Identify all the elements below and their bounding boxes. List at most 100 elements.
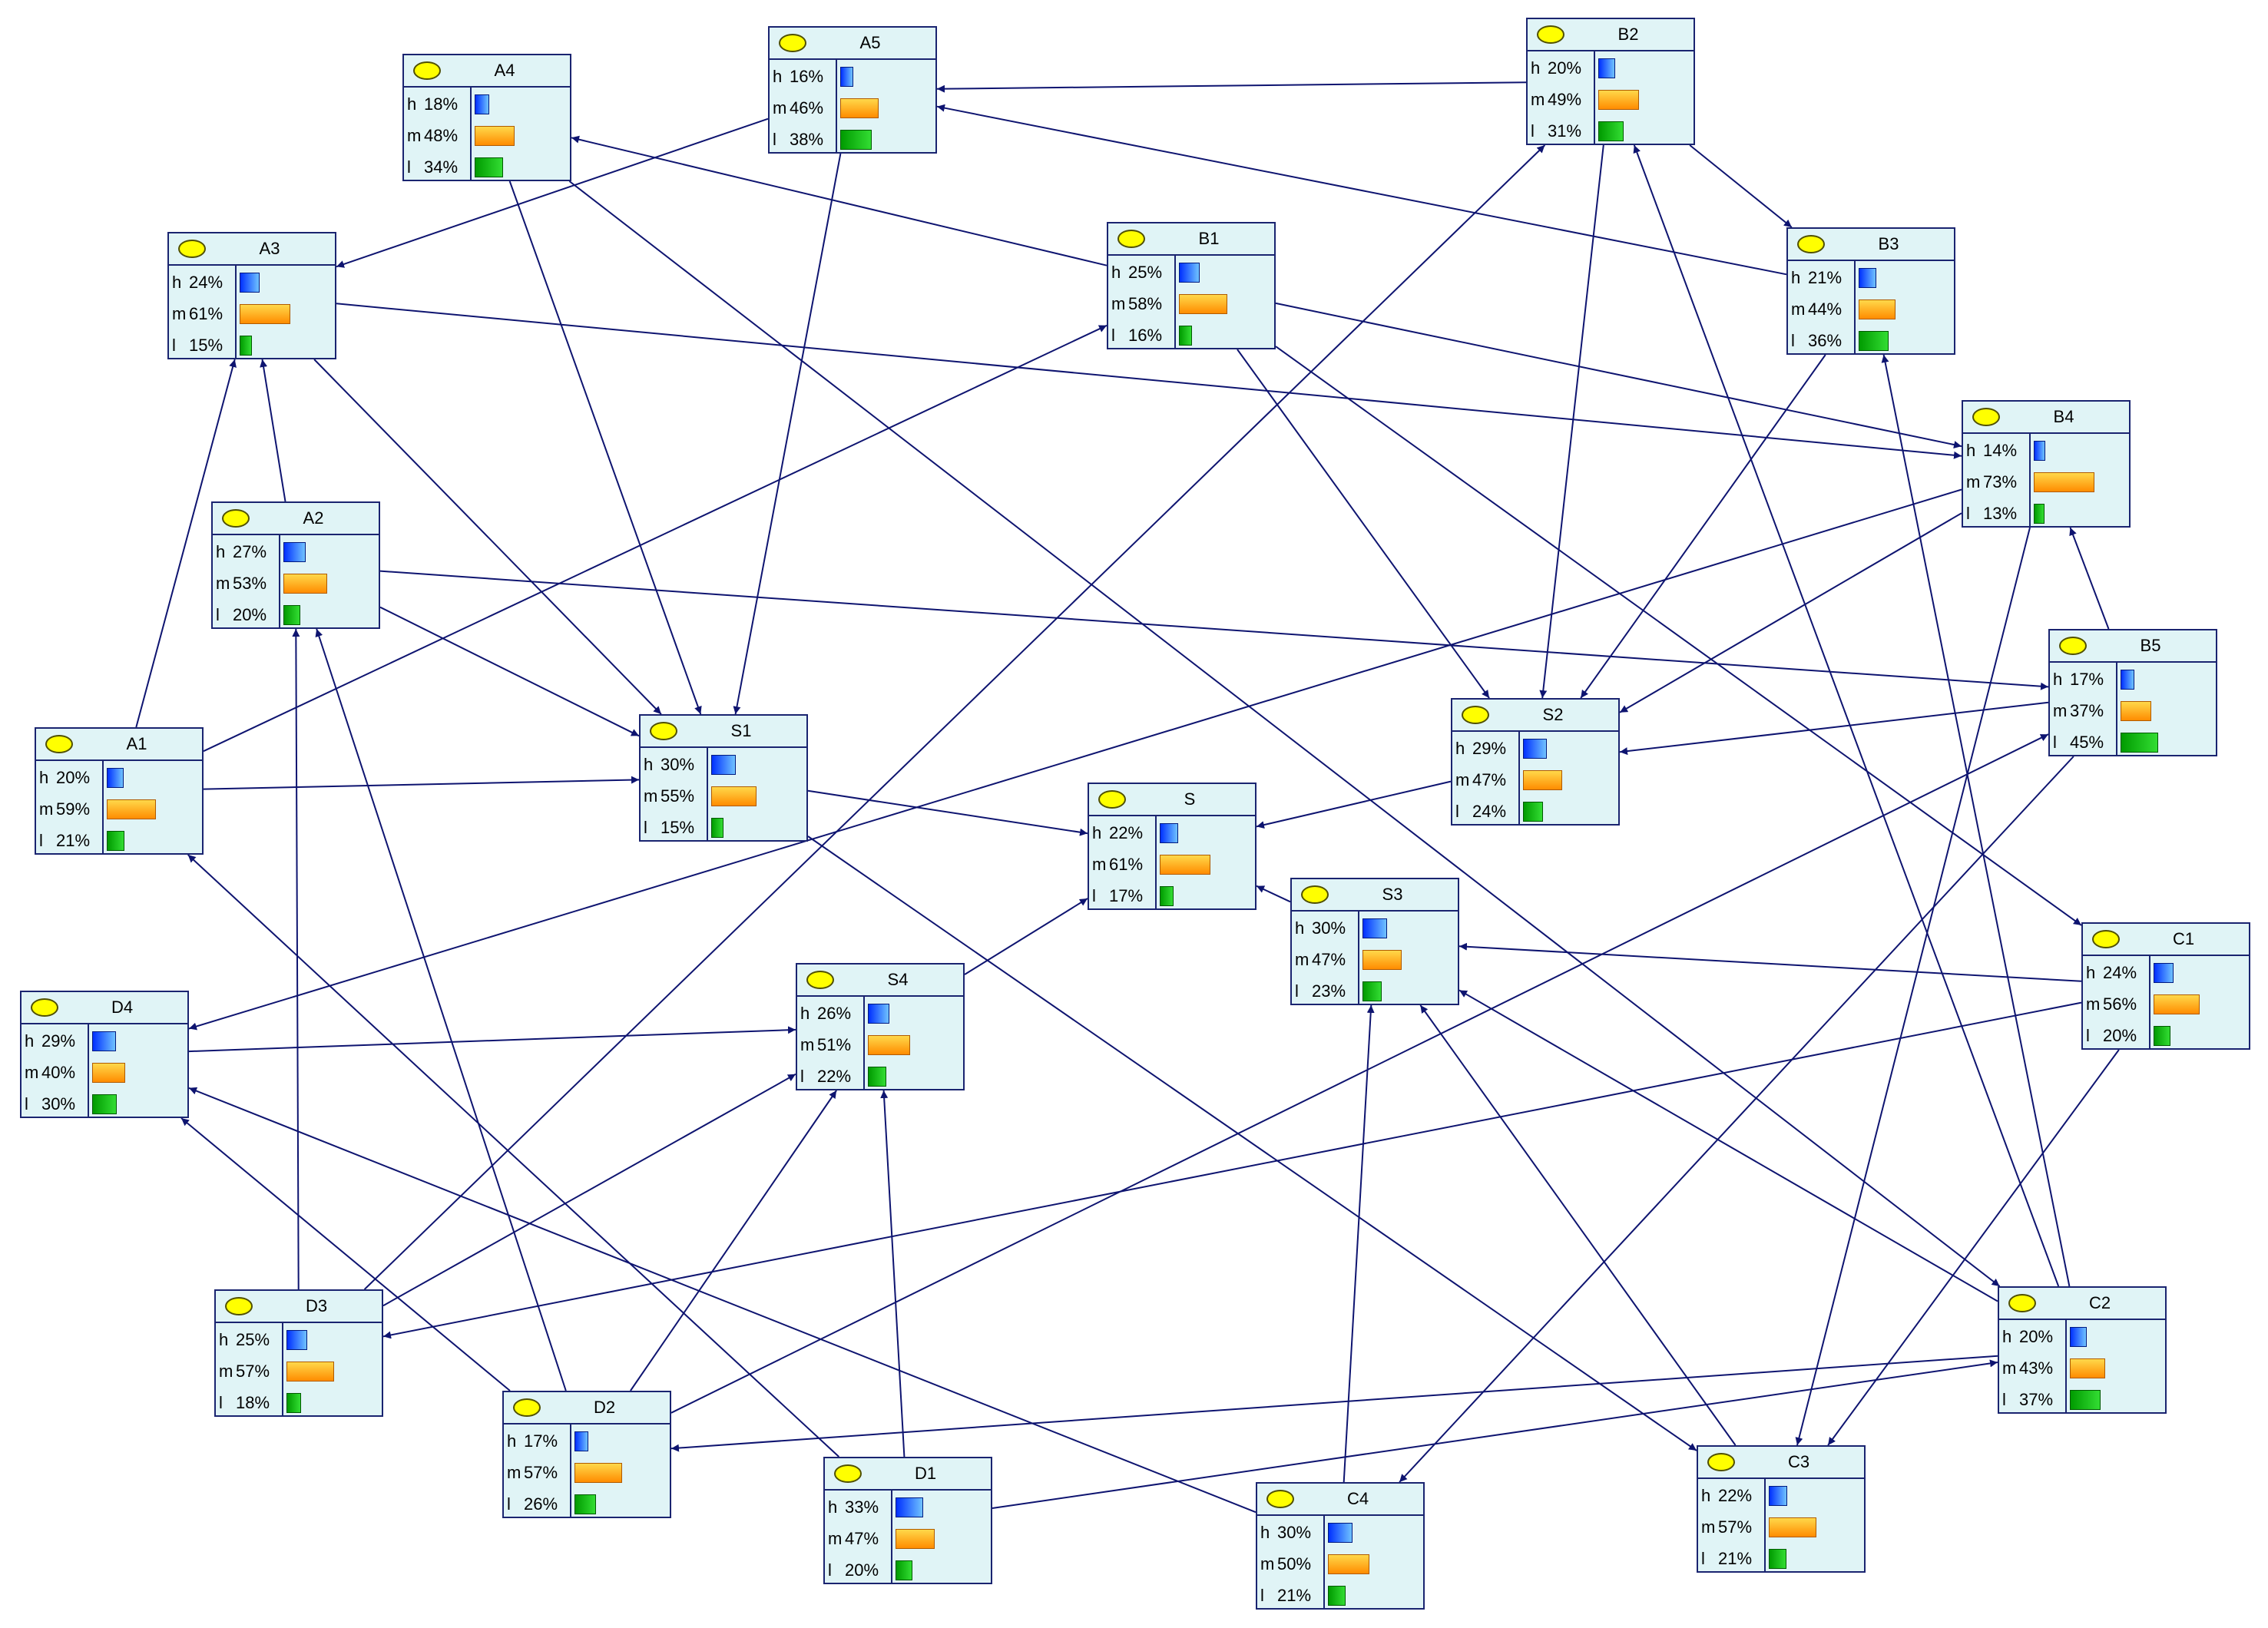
state-percent: 26% xyxy=(817,1004,852,1023)
node-title: D1 xyxy=(914,1464,937,1483)
state-name: h xyxy=(773,67,783,86)
edge-c2-to-s3 xyxy=(1458,989,1998,1302)
column-divider xyxy=(1764,1477,1766,1571)
node-title: A1 xyxy=(126,734,147,753)
column-divider xyxy=(570,1423,571,1517)
node-title: S4 xyxy=(887,970,909,989)
node-header: C4 xyxy=(1257,1484,1423,1516)
node-header: A3 xyxy=(169,233,335,266)
state-bar-l xyxy=(574,1494,596,1514)
edge-s1-to-c3 xyxy=(807,836,1697,1451)
state-name: m xyxy=(1111,294,1126,313)
node-header: D3 xyxy=(216,1291,382,1323)
state-bar-l xyxy=(2034,504,2045,524)
state-percent: 51% xyxy=(817,1035,852,1054)
edge-b3-to-s2 xyxy=(1580,354,1826,699)
node-header: B5 xyxy=(2050,630,2216,663)
edge-a5-to-a3 xyxy=(336,117,769,268)
state-bar-m xyxy=(286,1362,334,1381)
state-name: m xyxy=(1531,90,1545,109)
edge-b1-to-c1 xyxy=(1275,346,2082,926)
state-name: h xyxy=(219,1330,229,1349)
state-percent: 30% xyxy=(1277,1523,1312,1542)
state-bar-m xyxy=(1859,299,1896,319)
state-name: h xyxy=(2002,1327,2012,1346)
state-percent: 21% xyxy=(1808,268,1843,287)
state-name: l xyxy=(644,818,647,837)
state-bar-h xyxy=(2154,963,2174,983)
state-percent: 24% xyxy=(1472,802,1507,821)
state-percent: 26% xyxy=(524,1494,558,1514)
node-header: B2 xyxy=(1528,19,1694,51)
bulb-icon xyxy=(2092,930,2120,948)
state-name: h xyxy=(25,1031,35,1051)
state-name: m xyxy=(2053,701,2068,720)
node-header: A1 xyxy=(36,729,202,761)
state-name: l xyxy=(2053,733,2057,752)
state-name: m xyxy=(1455,770,1470,789)
state-name: h xyxy=(1260,1523,1270,1542)
bulb-icon xyxy=(1797,235,1825,253)
state-name: l xyxy=(39,831,43,850)
state-name: m xyxy=(39,799,54,819)
state-name: h xyxy=(1092,823,1102,842)
state-percent: 57% xyxy=(1718,1517,1753,1537)
edge-s4-to-s xyxy=(964,898,1088,975)
edge-a2-to-a3 xyxy=(260,359,286,502)
state-name: m xyxy=(800,1035,815,1054)
bulb-icon xyxy=(1301,885,1329,904)
state-percent: 48% xyxy=(424,126,459,145)
state-name: l xyxy=(1111,326,1115,345)
state-bar-l xyxy=(1859,331,1889,351)
edge-c1-to-d3 xyxy=(382,1001,2082,1339)
state-bar-m xyxy=(896,1529,935,1549)
